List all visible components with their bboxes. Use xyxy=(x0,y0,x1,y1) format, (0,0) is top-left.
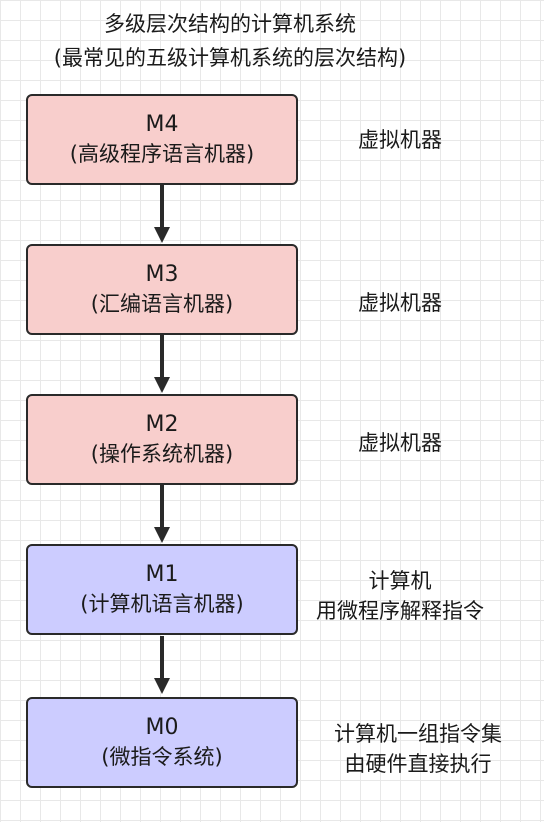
level-code: M0 xyxy=(145,714,179,740)
arrow-down-icon xyxy=(154,335,170,393)
level-code: M3 xyxy=(145,261,179,287)
diagram-subtitle: (最常见的五级计算机系统的层次结构) xyxy=(53,46,407,70)
level-name: (高级程序语言机器) xyxy=(69,141,255,166)
level-name: (微指令系统) xyxy=(101,744,223,769)
diagram-title: 多级层次结构的计算机系统 xyxy=(104,12,356,36)
level-label-m4: 虚拟机器 xyxy=(300,125,500,155)
level-code: M1 xyxy=(145,561,179,587)
level-name: (汇编语言机器) xyxy=(90,291,234,316)
level-name: (计算机语言机器) xyxy=(80,591,244,616)
arrow-down-icon xyxy=(154,485,170,543)
arrow-down-icon xyxy=(154,636,170,694)
level-label-m2: 虚拟机器 xyxy=(300,428,500,458)
level-code: M2 xyxy=(145,411,179,437)
level-label-line: 用微程序解释指令 xyxy=(316,599,484,623)
level-name: (操作系统机器) xyxy=(90,441,234,466)
level-label-m3: 虚拟机器 xyxy=(300,288,500,318)
level-box-m4: M4 (高级程序语言机器) xyxy=(26,94,298,185)
level-box-m3: M3 (汇编语言机器) xyxy=(26,244,298,335)
arrow-down-icon xyxy=(154,185,170,243)
level-label-line: 虚拟机器 xyxy=(358,291,442,315)
level-label-line: 计算机一组指令集 xyxy=(334,722,502,746)
level-box-m0: M0 (微指令系统) xyxy=(26,697,298,788)
level-code: M4 xyxy=(145,111,179,137)
level-label-line: 计算机 xyxy=(368,569,432,593)
level-label-m0: 计算机一组指令集 由硬件直接执行 xyxy=(318,719,518,779)
level-label-m1: 计算机 用微程序解释指令 xyxy=(300,566,500,626)
level-label-line: 由硬件直接执行 xyxy=(344,752,492,776)
level-label-line: 虚拟机器 xyxy=(358,431,442,455)
level-label-line: 虚拟机器 xyxy=(358,128,442,152)
level-box-m1: M1 (计算机语言机器) xyxy=(26,544,298,635)
level-box-m2: M2 (操作系统机器) xyxy=(26,394,298,485)
